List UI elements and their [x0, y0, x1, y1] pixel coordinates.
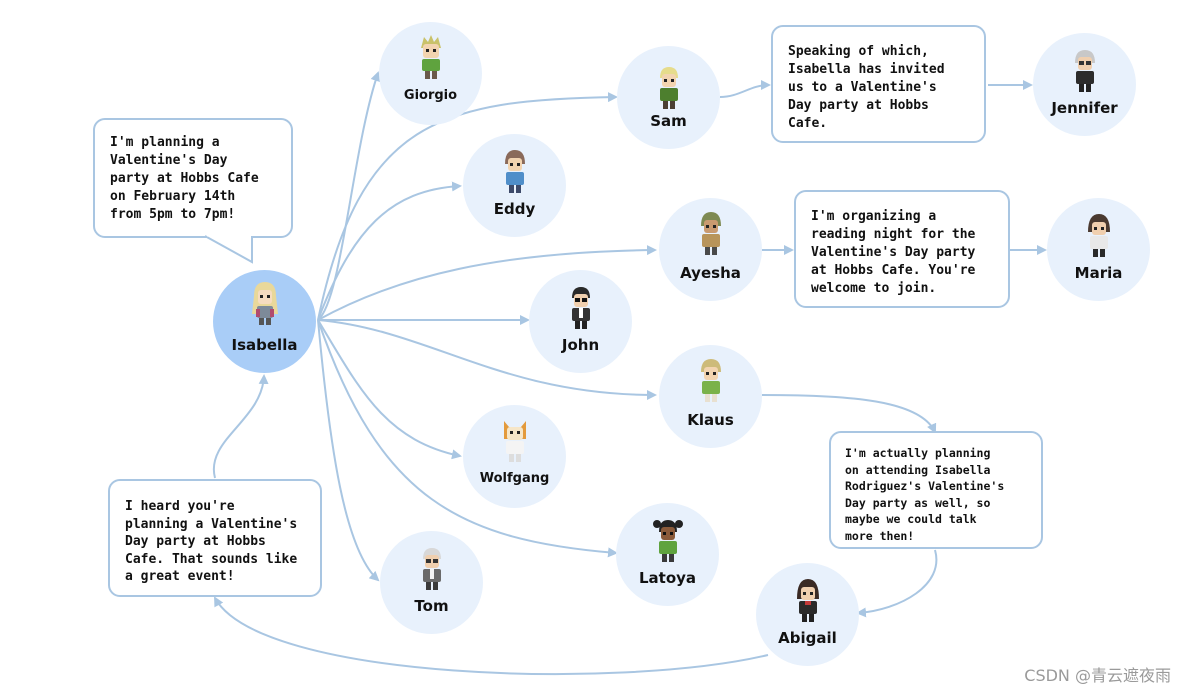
giorgio-avatar-icon [420, 35, 441, 79]
sam-avatar-icon [659, 67, 678, 109]
tom-avatar-icon [422, 548, 441, 590]
agent-klaus: Klaus [659, 345, 762, 448]
maria-avatar-icon [1087, 214, 1110, 257]
agent-abigail: Abigail [756, 563, 859, 666]
agent-ayesha: Ayesha [659, 198, 762, 301]
edge-isabella-wolfgang [317, 319, 462, 460]
agent-eddy: Eddy [463, 134, 566, 237]
agent-name: Eddy [493, 200, 536, 218]
agent-name: John [561, 336, 600, 354]
agent-giorgio: Giorgio [379, 22, 482, 125]
agent-tom: Tom [380, 531, 483, 634]
edge-sam-bubble [719, 80, 771, 98]
john-avatar-icon [571, 287, 590, 329]
eddy-avatar-icon [504, 150, 525, 193]
agent-jennifer: Jennifer [1033, 33, 1136, 136]
abigail-avatar-icon [796, 579, 819, 622]
edge-tombubble-isabella [212, 374, 269, 479]
edge-isabella-latoya [317, 319, 618, 558]
sam-speech-bubble: Speaking of which, Isabella has invited … [771, 25, 986, 143]
klaus-avatar-icon [700, 359, 721, 402]
agent-name: Ayesha [680, 264, 741, 282]
agent-name: Klaus [687, 411, 734, 429]
agent-name: Jennifer [1051, 99, 1118, 117]
agent-maria: Maria [1047, 198, 1150, 301]
edge-isabella-giorgio [317, 71, 381, 321]
agent-name: Wolfgang [479, 471, 550, 486]
agent-latoya: Latoya [616, 503, 719, 606]
agent-name: Latoya [638, 569, 697, 587]
edge-klaus-bubble [761, 394, 937, 434]
edge-isabella-klaus [317, 319, 657, 400]
agent-wolfgang: Wolfgang [463, 405, 566, 508]
watermark: CSDN @青云遮夜雨 [1024, 666, 1171, 685]
agent-john: John [529, 270, 632, 373]
tom-speech-bubble: I heard you're planning a Valentine's Da… [108, 479, 322, 597]
isabella-speech-bubble: I'm planning a Valentine's Day party at … [93, 118, 293, 238]
agent-isabella: Isabella [213, 270, 316, 373]
ayesha-speech-bubble: I'm organizing a reading night for the V… [794, 190, 1010, 308]
edge-isabella-ayesha [317, 245, 657, 321]
agent-name: Maria [1074, 264, 1123, 282]
agent-name: Giorgio [403, 88, 458, 103]
edge-abigail-tombubble [214, 596, 769, 676]
agent-name: Isabella [231, 336, 298, 354]
edge-isabella-sam [317, 92, 618, 321]
edge-isabella-tom [317, 319, 380, 582]
agent-sam: Sam [617, 46, 720, 149]
agent-name: Tom [414, 597, 449, 615]
edge-isabella-eddy [317, 181, 462, 321]
jennifer-avatar-icon [1074, 50, 1095, 92]
agent-name: Abigail [778, 629, 837, 647]
edge-bubble-abigail [856, 549, 938, 618]
agent-name: Sam [650, 112, 687, 130]
klaus-speech-bubble: I'm actually planning on attending Isabe… [829, 431, 1043, 549]
latoya-avatar-icon [652, 520, 683, 562]
wolfgang-avatar-icon [503, 421, 526, 462]
ayesha-avatar-icon [700, 212, 721, 255]
isabella-avatar-icon [251, 282, 278, 325]
